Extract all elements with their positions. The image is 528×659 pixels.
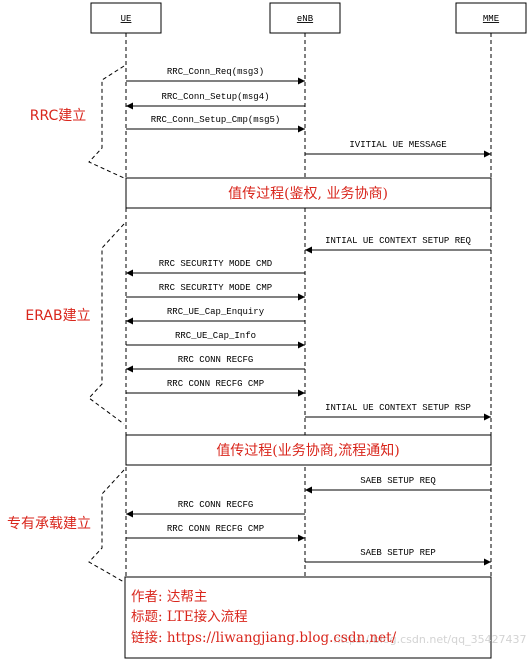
message-group: RRC_Conn_Req(msg3) RRC_Conn_Setup(msg4) RR… (126, 67, 491, 566)
message-label: RRC CONN RECFG (178, 355, 254, 365)
entity-enb: eNB (269, 2, 341, 34)
info-author: 作者: 达帮主 (131, 589, 207, 605)
entity-mme: MME (455, 2, 527, 34)
entity-label-mme: MME (483, 14, 499, 24)
phase-label-rrc: RRC建立 (30, 108, 87, 124)
message-label: RRC CONN RECFG CMP (167, 524, 264, 534)
phase-bracket-erab (88, 223, 125, 425)
message-label: RRC_Conn_Setup_Cmp(msg5) (151, 115, 281, 125)
info-title: 标题: LTE接入流程 (131, 608, 248, 625)
phase-bracket-rrc (88, 65, 125, 179)
message-label: SAEB SETUP REP (360, 548, 436, 558)
message-label: RRC_UE_Cap_Enquiry (167, 307, 265, 317)
message-label: RRC_Conn_Req(msg3) (167, 67, 264, 77)
entity-label-ue: UE (121, 14, 132, 24)
info-link: 链接: https://liwangjiang.blog.csdn.net/ (131, 629, 397, 646)
process-label-1: 值传过程(鉴权, 业务协商) (228, 186, 388, 202)
message-label: RRC SECURITY MODE CMD (159, 259, 272, 269)
message-label: IVITIAL UE MESSAGE (349, 140, 446, 150)
message-label: RRC CONN RECFG (178, 500, 254, 510)
phase-bracket-dedicated (88, 469, 125, 583)
watermark: https://blog.csdn.net/qq_35427437 (333, 633, 526, 646)
process-box-1: 值传过程(鉴权, 业务协商) (125, 177, 492, 209)
message-label: INTIAL UE CONTEXT SETUP RSP (325, 403, 471, 413)
process-box-2: 值传过程(业务协商,流程通知) (125, 434, 492, 466)
process-label-2: 值传过程(业务协商,流程通知) (216, 442, 399, 459)
phase-label-erab: ERAB建立 (25, 308, 90, 324)
message-label: RRC_UE_Cap_Info (175, 331, 256, 341)
message-label: INTIAL UE CONTEXT SETUP REQ (325, 236, 471, 246)
entity-ue: UE (90, 2, 162, 34)
entity-label-enb: eNB (297, 14, 314, 24)
message-label: RRC_Conn_Setup(msg4) (161, 92, 269, 102)
phase-label-dedicated: 专有承载建立 (7, 516, 91, 532)
info-box: https://blog.csdn.net/qq_35427437 作者: 达帮… (124, 576, 527, 659)
message-label: RRC CONN RECFG CMP (167, 379, 264, 389)
message-label: SAEB SETUP REQ (360, 476, 436, 486)
message-label: RRC SECURITY MODE CMP (159, 283, 272, 293)
